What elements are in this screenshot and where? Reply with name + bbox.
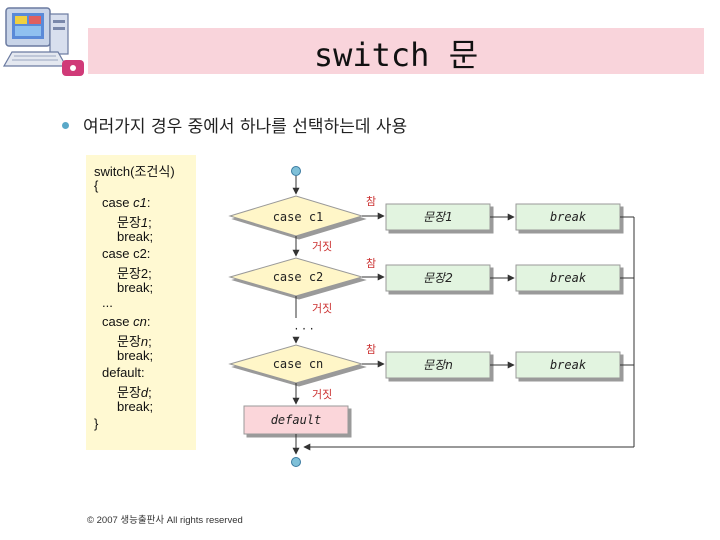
end-node bbox=[291, 457, 301, 467]
slide-title: switch 문 bbox=[313, 36, 479, 74]
code-line-case1: case c1: bbox=[102, 195, 151, 210]
code-line-stmt3: 문장n; bbox=[117, 334, 152, 349]
code-line-default: default: bbox=[102, 365, 145, 380]
code-line-open-brace: { bbox=[94, 178, 99, 193]
process-stmt3-label: 문장n bbox=[423, 358, 453, 372]
code-line-break3: break; bbox=[117, 348, 154, 363]
computer-logo-icon bbox=[2, 7, 84, 76]
decision-case2-label: case c2 bbox=[273, 270, 324, 284]
true-label-3: 참 bbox=[366, 343, 376, 356]
process-stmt1-label: 문장1 bbox=[423, 210, 453, 224]
process-break1 bbox=[515, 203, 621, 231]
process-default-label: default bbox=[271, 413, 322, 427]
process-break1-label: break bbox=[550, 210, 587, 224]
code-line-case3: case cn: bbox=[102, 314, 151, 329]
true-label-2: 참 bbox=[366, 257, 376, 270]
code-line-ellipsis: ... bbox=[102, 295, 113, 310]
decision-case1-label: case c1 bbox=[273, 210, 324, 224]
start-node bbox=[291, 166, 301, 176]
process-break2-label: break bbox=[550, 271, 587, 285]
false-label-3: 거짓 bbox=[312, 388, 332, 401]
code-line-stmt4: 문장d; bbox=[117, 385, 152, 400]
flow-dots: · · · bbox=[294, 322, 313, 336]
copyright-footer: © 2007 생능출판사 All rights reserved bbox=[87, 515, 243, 526]
title-bar: switch 문 bbox=[88, 28, 704, 74]
bullet-item: 여러가지 경우 중에서 하나를 선택하는데 사용 bbox=[62, 112, 407, 137]
process-break2 bbox=[515, 264, 621, 292]
process-stmt2-label: 문장2 bbox=[423, 271, 453, 285]
code-line-close-brace: } bbox=[94, 416, 99, 431]
process-stmt1 bbox=[385, 203, 491, 231]
bullet-dot-icon bbox=[62, 121, 69, 129]
code-line-stmt1: 문장1; bbox=[117, 215, 152, 230]
process-break3 bbox=[515, 351, 621, 379]
code-line-break2: break; bbox=[117, 280, 154, 295]
code-line-break1: break; bbox=[117, 229, 154, 244]
process-default bbox=[243, 405, 349, 435]
process-break3-label: break bbox=[550, 358, 587, 372]
false-label-2: 거짓 bbox=[312, 302, 332, 315]
false-label-1: 거짓 bbox=[312, 240, 332, 253]
code-line-switch: switch(조건식) bbox=[94, 164, 175, 179]
decision-case3-label: case cn bbox=[273, 357, 324, 371]
code-line-break4: break; bbox=[117, 399, 154, 414]
code-box: switch(조건식) { case c1: 문장1; break; case … bbox=[86, 155, 196, 450]
code-line-stmt2: 문장2; bbox=[117, 266, 152, 281]
code-line-case2: case c2: bbox=[102, 246, 151, 261]
true-label-1: 참 bbox=[366, 195, 376, 208]
bullet-text: 여러가지 경우 중에서 하나를 선택하는데 사용 bbox=[83, 117, 408, 137]
process-stmt2 bbox=[385, 264, 491, 292]
